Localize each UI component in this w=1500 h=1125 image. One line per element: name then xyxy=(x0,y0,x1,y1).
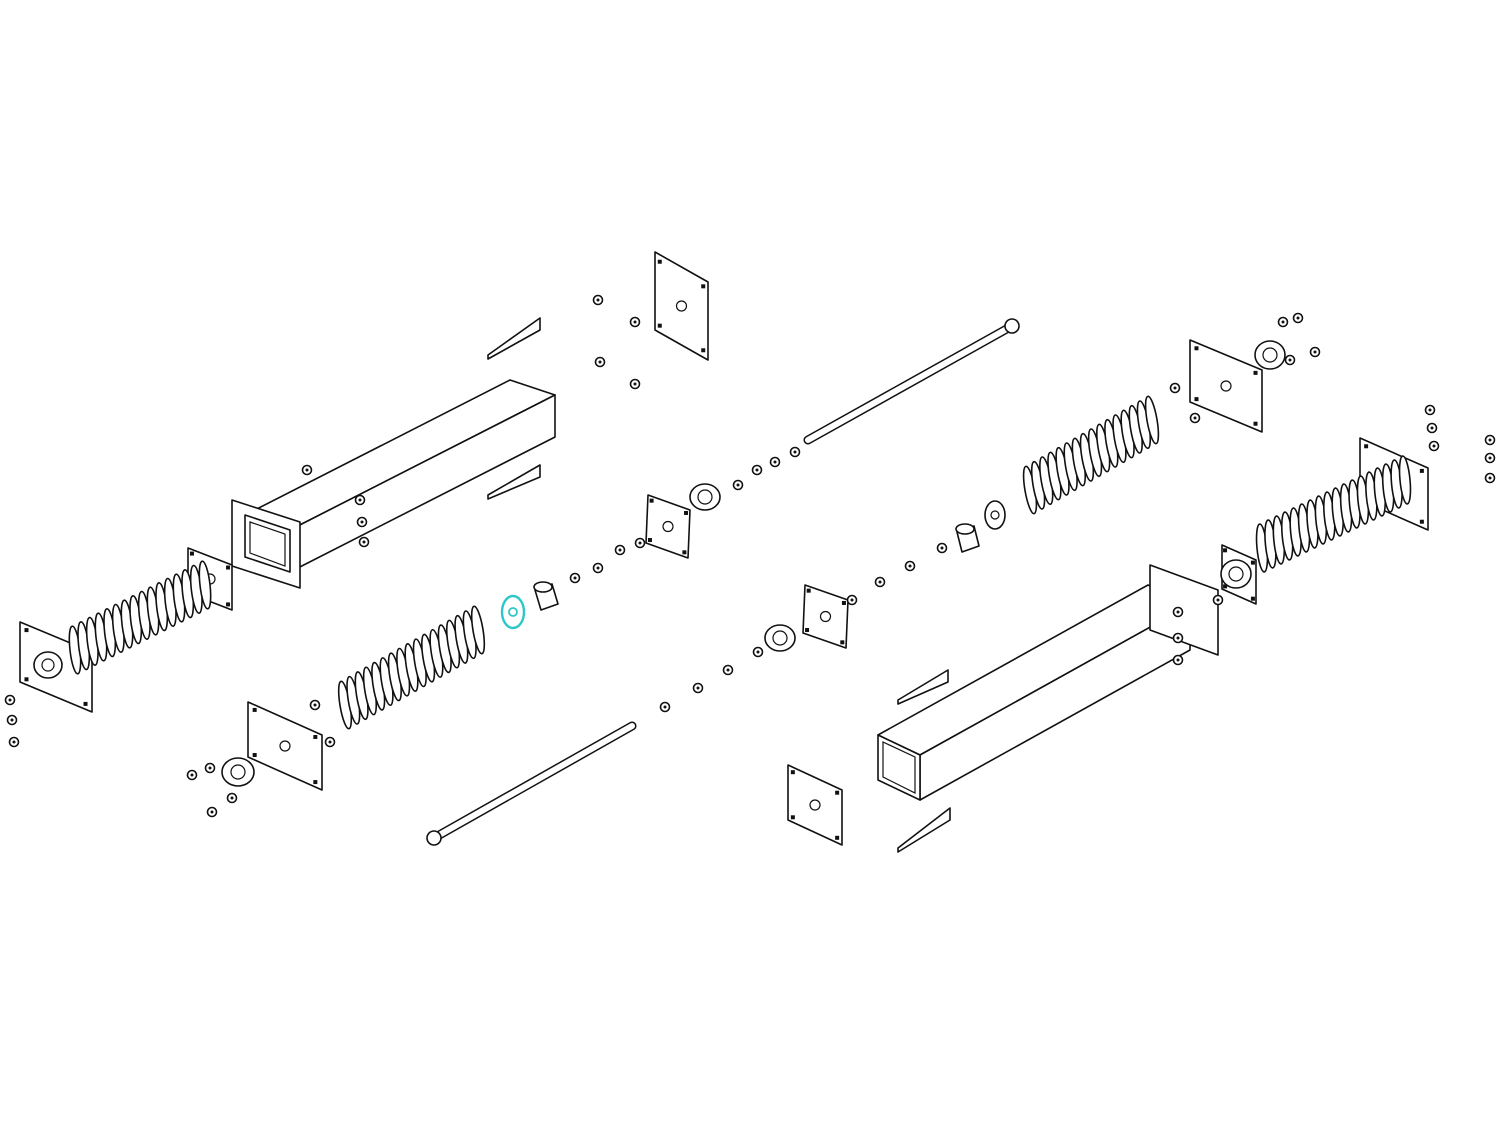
bolt[interactable] xyxy=(629,316,641,328)
mount-plate-bottom[interactable] xyxy=(787,764,843,846)
bolt[interactable] xyxy=(592,294,604,306)
bolt[interactable] xyxy=(1172,654,1184,666)
bolt[interactable] xyxy=(874,576,886,588)
bolt[interactable] xyxy=(204,762,216,774)
spring-right-upper[interactable] xyxy=(1021,395,1161,515)
bolt[interactable] xyxy=(1484,472,1496,484)
bolt[interactable] xyxy=(569,572,581,584)
bolt[interactable] xyxy=(4,694,16,706)
bolt[interactable] xyxy=(186,769,198,781)
wedge-shim[interactable] xyxy=(897,669,949,705)
bolt[interactable] xyxy=(629,378,641,390)
bolt[interactable] xyxy=(309,699,321,711)
bolt[interactable] xyxy=(354,494,366,506)
bolt[interactable] xyxy=(769,456,781,468)
bearing-plate-right-upper[interactable] xyxy=(1189,339,1263,433)
bolt[interactable] xyxy=(634,537,646,549)
bushing-left[interactable] xyxy=(533,581,559,611)
spring-coil xyxy=(1144,395,1160,445)
bolt[interactable] xyxy=(592,562,604,574)
bolt[interactable] xyxy=(8,736,20,748)
bearing-left-lower[interactable] xyxy=(221,757,255,787)
spring-coil xyxy=(198,560,212,610)
bolt[interactable] xyxy=(1172,632,1184,644)
bolt[interactable] xyxy=(1169,382,1181,394)
wedge-shim[interactable] xyxy=(487,464,541,500)
upper-rod[interactable] xyxy=(803,318,1020,445)
bolt[interactable] xyxy=(732,479,744,491)
bearing-plate-center-upper[interactable] xyxy=(645,494,691,559)
bolt[interactable] xyxy=(659,701,671,713)
bolt[interactable] xyxy=(226,792,238,804)
bolt[interactable] xyxy=(846,594,858,606)
bolt[interactable] xyxy=(1484,452,1496,464)
bolt[interactable] xyxy=(692,682,704,694)
spring-left-upper[interactable] xyxy=(67,560,212,675)
bolt[interactable] xyxy=(1424,404,1436,416)
bearing-plate-left-lower[interactable] xyxy=(247,701,323,791)
bolt[interactable] xyxy=(789,446,801,458)
bolt[interactable] xyxy=(358,536,370,548)
bolt[interactable] xyxy=(752,646,764,658)
wedge-shim[interactable] xyxy=(487,317,541,360)
bolt[interactable] xyxy=(1428,440,1440,452)
bolt[interactable] xyxy=(1309,346,1321,358)
bolt[interactable] xyxy=(1284,354,1296,366)
spring-cam-right[interactable] xyxy=(984,500,1006,530)
bushing-right[interactable] xyxy=(955,523,980,553)
wedge-shim[interactable] xyxy=(897,807,951,853)
bolt[interactable] xyxy=(1212,594,1224,606)
spring-left-lower[interactable] xyxy=(336,605,487,730)
bolt[interactable] xyxy=(936,542,948,554)
bolt[interactable] xyxy=(301,464,313,476)
bolt[interactable] xyxy=(594,356,606,368)
lower-rod[interactable] xyxy=(426,721,637,846)
bearing-upper-center[interactable] xyxy=(689,483,721,511)
bearing-right-upper[interactable] xyxy=(1254,340,1286,370)
bolt[interactable] xyxy=(206,806,218,818)
bolt[interactable] xyxy=(1277,316,1289,328)
bearing-lower-center[interactable] xyxy=(764,624,796,652)
bolt[interactable] xyxy=(6,714,18,726)
bearing-plate-center-lower[interactable] xyxy=(802,584,849,649)
bolt[interactable] xyxy=(1292,312,1304,324)
spring-coil xyxy=(1398,455,1412,505)
highlighted-spring-cam[interactable] xyxy=(500,594,526,630)
bolt[interactable] xyxy=(1484,434,1496,446)
bolt[interactable] xyxy=(751,464,763,476)
bolt[interactable] xyxy=(904,560,916,572)
bolt[interactable] xyxy=(356,516,368,528)
bolt[interactable] xyxy=(1172,606,1184,618)
right-tube-end-plate xyxy=(1149,564,1219,656)
left-square-tube[interactable] xyxy=(231,379,556,589)
bolt[interactable] xyxy=(722,664,734,676)
bolt[interactable] xyxy=(614,544,626,556)
bolt[interactable] xyxy=(1189,412,1201,424)
right-square-tube[interactable] xyxy=(877,564,1219,801)
bearing-left-upper[interactable] xyxy=(33,651,63,679)
spring-coil xyxy=(470,605,486,655)
spring-right-lower[interactable] xyxy=(1255,455,1412,573)
mount-plate-top[interactable] xyxy=(654,251,709,361)
bolt[interactable] xyxy=(1426,422,1438,434)
bearing-right-lower[interactable] xyxy=(1220,559,1252,589)
bolt[interactable] xyxy=(324,736,336,748)
